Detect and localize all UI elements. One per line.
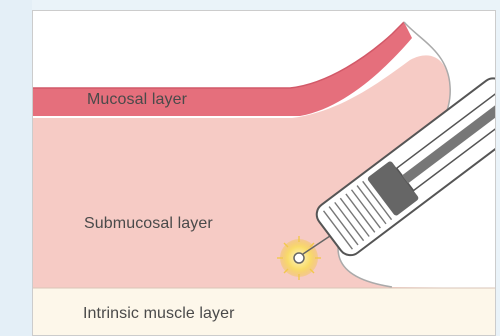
muscle-layer-label: Intrinsic muscle layer [83,305,235,323]
outer-margin [0,0,32,336]
panel [32,10,500,336]
submucosal-layer-label: Submucosal layer [84,215,213,233]
mucosal-layer-label: Mucosal layer [87,91,187,109]
